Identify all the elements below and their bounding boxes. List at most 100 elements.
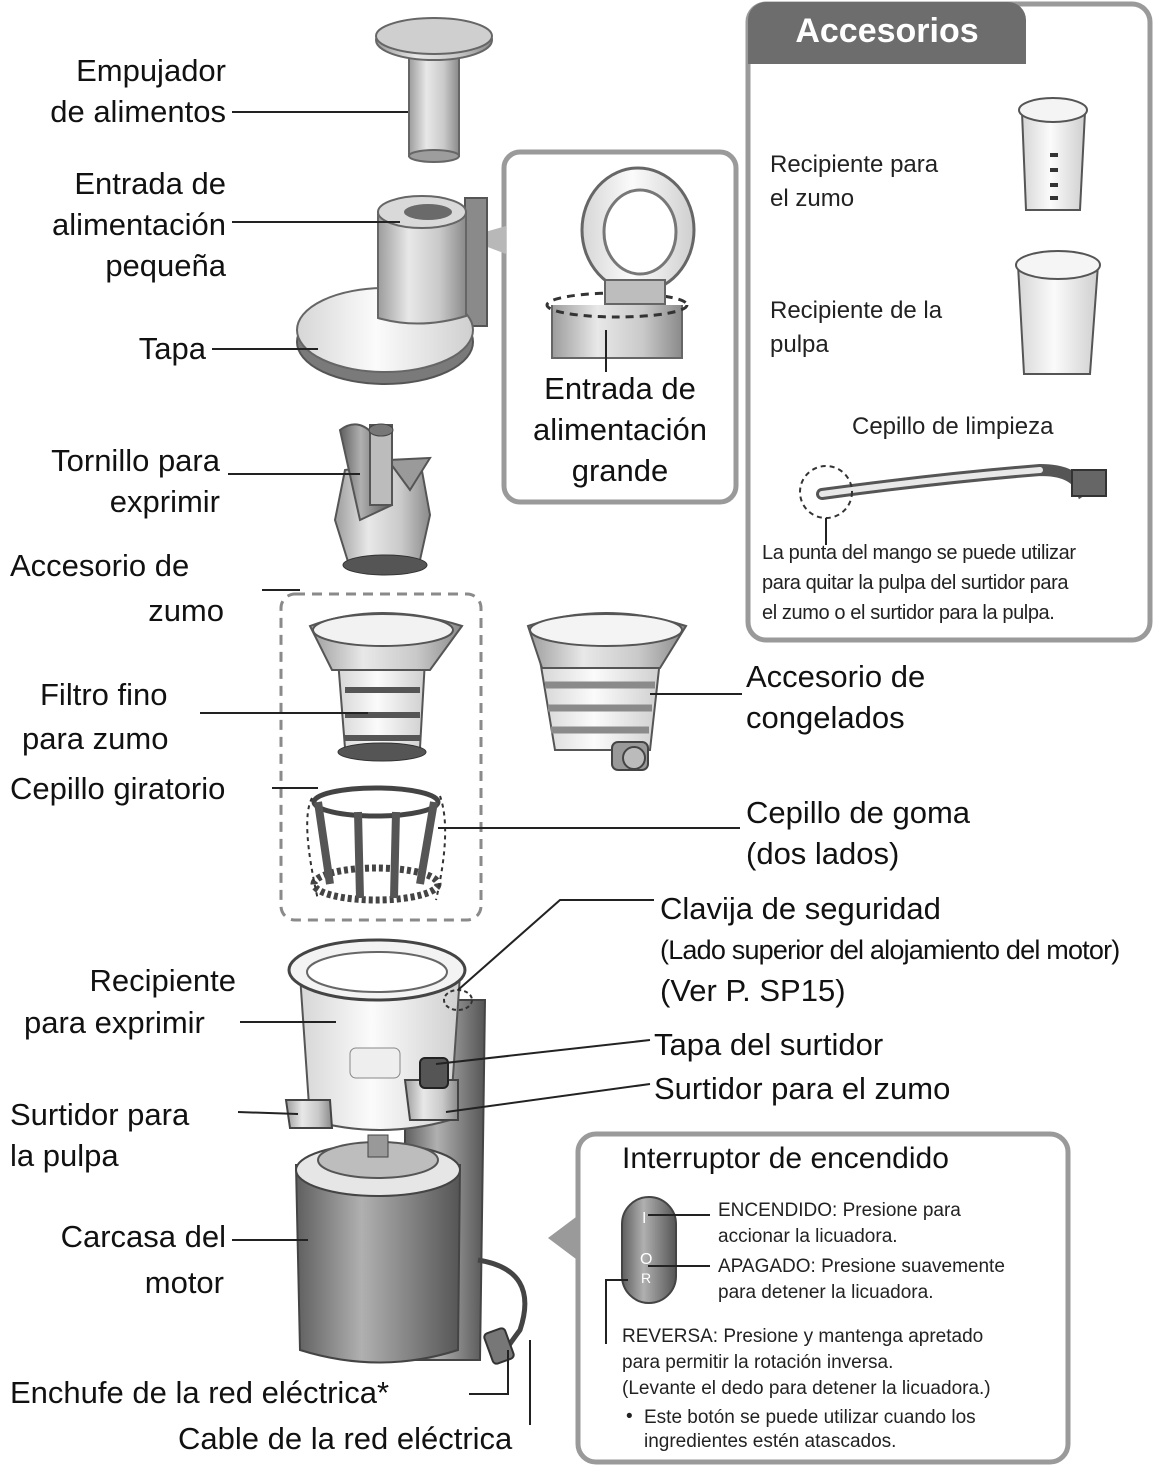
- label-rubber-brush: Cepillo de goma (dos lados): [746, 792, 970, 874]
- switch-reverse-text: REVERSA: Presione y mantenga apretado pa…: [622, 1324, 991, 1402]
- label-lid-text: Tapa: [138, 331, 206, 366]
- label-fine-strainer-line1: Filtro fino: [40, 677, 168, 712]
- label-small-inlet-line3: pequeña: [105, 248, 226, 283]
- label-safety-pin-line3: (Ver P. SP15): [660, 973, 846, 1008]
- label-safety-pin-3: (Ver P. SP15): [660, 970, 846, 1011]
- label-small-inlet-line2: alimentación: [51, 207, 226, 242]
- switch-reverse-line2: para permitir la rotación inversa.: [622, 1352, 894, 1373]
- label-lid: Tapa: [0, 328, 206, 369]
- switch-off-text: APAGADO: Presione suavemente para detene…: [718, 1254, 1005, 1306]
- frozen-attachment-illustration: [526, 612, 688, 771]
- label-squeezing-bowl-line1: Recipiente: [89, 963, 236, 998]
- switch-panel-title: Interruptor de encendido: [622, 1142, 949, 1175]
- switch-on-text: ENCENDIDO: Presione para accionar la lic…: [718, 1198, 961, 1250]
- switch-off-line2: para detener la licuadora.: [718, 1282, 934, 1303]
- label-fine-strainer-2: para zumo: [22, 718, 168, 759]
- juice-cup-illustration: [1018, 97, 1088, 211]
- switch-reverse-glyph: R: [641, 1270, 652, 1286]
- label-fine-strainer-line2: para zumo: [22, 721, 169, 756]
- switch-on-line1: ENCENDIDO: Presione para: [718, 1200, 961, 1221]
- accessory-brush-note-line2: para quitar la pulpa del surtidor para: [762, 572, 1069, 594]
- power-switch-illustration: [621, 1196, 677, 1304]
- label-juice-attachment: Accesorio de: [10, 545, 189, 586]
- label-rubber-brush-line1: Cepillo de goma: [746, 795, 971, 830]
- label-pulp-spout: Surtidor para la pulpa: [10, 1094, 189, 1176]
- label-squeezing-bowl-line2: para exprimir: [24, 1005, 205, 1040]
- label-squeezing-bowl-2: para exprimir: [24, 1002, 205, 1043]
- label-large-inlet-line3: grande: [571, 453, 669, 488]
- label-squeezing-screw-line1: Tornillo para: [51, 443, 220, 478]
- label-juice-attachment-2: zumo: [0, 590, 224, 631]
- label-frozen-attachment-line1: Accesorio de: [746, 659, 926, 694]
- squeezing-screw-illustration: [333, 423, 432, 576]
- accessories-title: Accesorios: [795, 12, 979, 50]
- accessory-juice-cup-line2: el zumo: [770, 185, 855, 212]
- accessory-brush-note: La punta del mango se puede utilizar par…: [762, 538, 1076, 628]
- food-pusher-illustration: [375, 17, 493, 163]
- switch-on-line2: accionar la licuadora.: [718, 1226, 898, 1247]
- accessory-brush-note-line3: el zumo o el surtidor para la pulpa.: [762, 602, 1055, 624]
- label-power-plug: Enchufe de la red eléctrica*: [10, 1372, 389, 1413]
- label-food-pusher-line1: Empujador: [76, 53, 226, 88]
- fine-strainer-illustration: [308, 612, 464, 762]
- accessory-juice-cup-line1: Recipiente para: [770, 151, 939, 178]
- label-food-pusher-line2: de alimentos: [50, 94, 226, 129]
- label-juice-attachment-line2: zumo: [148, 593, 224, 628]
- label-large-inlet-line1: Entrada de: [544, 371, 696, 406]
- accessory-pulp-cup-label: Recipiente de la pulpa: [770, 294, 942, 362]
- label-rubber-brush-line2: (dos lados): [746, 836, 900, 871]
- label-motor-housing: Carcasa del: [0, 1216, 226, 1257]
- large-inlet-illustration: [545, 166, 696, 359]
- label-food-pusher: Empujador de alimentos: [0, 50, 226, 132]
- label-pulp-spout-line2: la pulpa: [10, 1138, 119, 1173]
- label-large-inlet: Entrada de alimentación grande: [504, 368, 736, 491]
- label-motor-housing-line1: Carcasa del: [60, 1219, 226, 1254]
- label-power-plug-text: Enchufe de la red eléctrica*: [10, 1375, 390, 1410]
- accessory-cleaning-brush-label: Cepillo de limpieza: [852, 413, 1054, 440]
- label-power-cord-text: Cable de la red eléctrica: [178, 1421, 513, 1456]
- label-small-inlet-line1: Entrada de: [74, 166, 226, 201]
- main-body-illustration: [284, 938, 528, 1365]
- leader-lines: [200, 111, 827, 1425]
- label-juice-spout: Surtidor para el zumo: [654, 1068, 950, 1109]
- switch-pointer: [548, 1214, 580, 1262]
- label-juice-spout-text: Surtidor para el zumo: [654, 1071, 951, 1106]
- label-squeezing-screw-line2: exprimir: [109, 484, 220, 519]
- cleaning-brush-illustration: [799, 463, 1107, 519]
- label-frozen-attachment-line2: congelados: [746, 700, 905, 735]
- accessories-tab: [748, 2, 1026, 64]
- juice-attachment-dashed-box: [279, 592, 483, 922]
- label-rotating-brush-text: Cepillo giratorio: [10, 771, 226, 806]
- accessory-juice-cup-label: Recipiente para el zumo: [770, 148, 938, 216]
- label-juice-attachment-line1: Accesorio de: [10, 548, 190, 583]
- switch-note-bullet: •: [626, 1406, 633, 1427]
- rotating-brush-illustration: [306, 785, 447, 904]
- switch-on-glyph: I: [642, 1210, 647, 1227]
- accessory-pulp-cup-line2: pulpa: [770, 331, 829, 358]
- label-small-inlet: Entrada de alimentación pequeña: [0, 163, 226, 286]
- switch-note-line1: Este botón se puede utilizar cuando los: [644, 1407, 976, 1428]
- label-large-inlet-line2: alimentación: [532, 412, 708, 447]
- switch-note-line2: ingredientes estén atascados.: [644, 1431, 897, 1452]
- lid-illustration: [296, 195, 488, 385]
- label-frozen-attachment: Accesorio de congelados: [746, 656, 925, 738]
- label-safety-pin-line1: Clavija de seguridad: [660, 891, 941, 926]
- accessory-brush-note-line1: La punta del mango se puede utilizar: [762, 542, 1076, 564]
- label-motor-housing-line2: motor: [144, 1265, 224, 1300]
- switch-note-text: Este botón se puede utilizar cuando los …: [644, 1406, 976, 1454]
- switch-reverse-line3: (Levante el dedo para detener la licuado…: [622, 1378, 991, 1399]
- label-fine-strainer: Filtro fino: [40, 674, 167, 715]
- label-spout-cap: Tapa del surtidor: [654, 1024, 883, 1065]
- label-pulp-spout-line1: Surtidor para: [10, 1097, 190, 1132]
- switch-reverse-line1: REVERSA: Presione y mantenga apretado: [622, 1326, 984, 1347]
- label-squeezing-screw: Tornillo para exprimir: [0, 440, 220, 522]
- label-rotating-brush: Cepillo giratorio: [10, 768, 225, 809]
- label-safety-pin-line2: (Lado superior del alojamiento del motor…: [660, 935, 1120, 965]
- label-power-cord: Cable de la red eléctrica: [178, 1418, 512, 1459]
- label-motor-housing-2: motor: [0, 1262, 224, 1303]
- switch-off-glyph: O: [640, 1251, 653, 1268]
- pulp-cup-illustration: [1015, 250, 1101, 375]
- switch-off-line1: APAGADO: Presione suavemente: [718, 1256, 1005, 1277]
